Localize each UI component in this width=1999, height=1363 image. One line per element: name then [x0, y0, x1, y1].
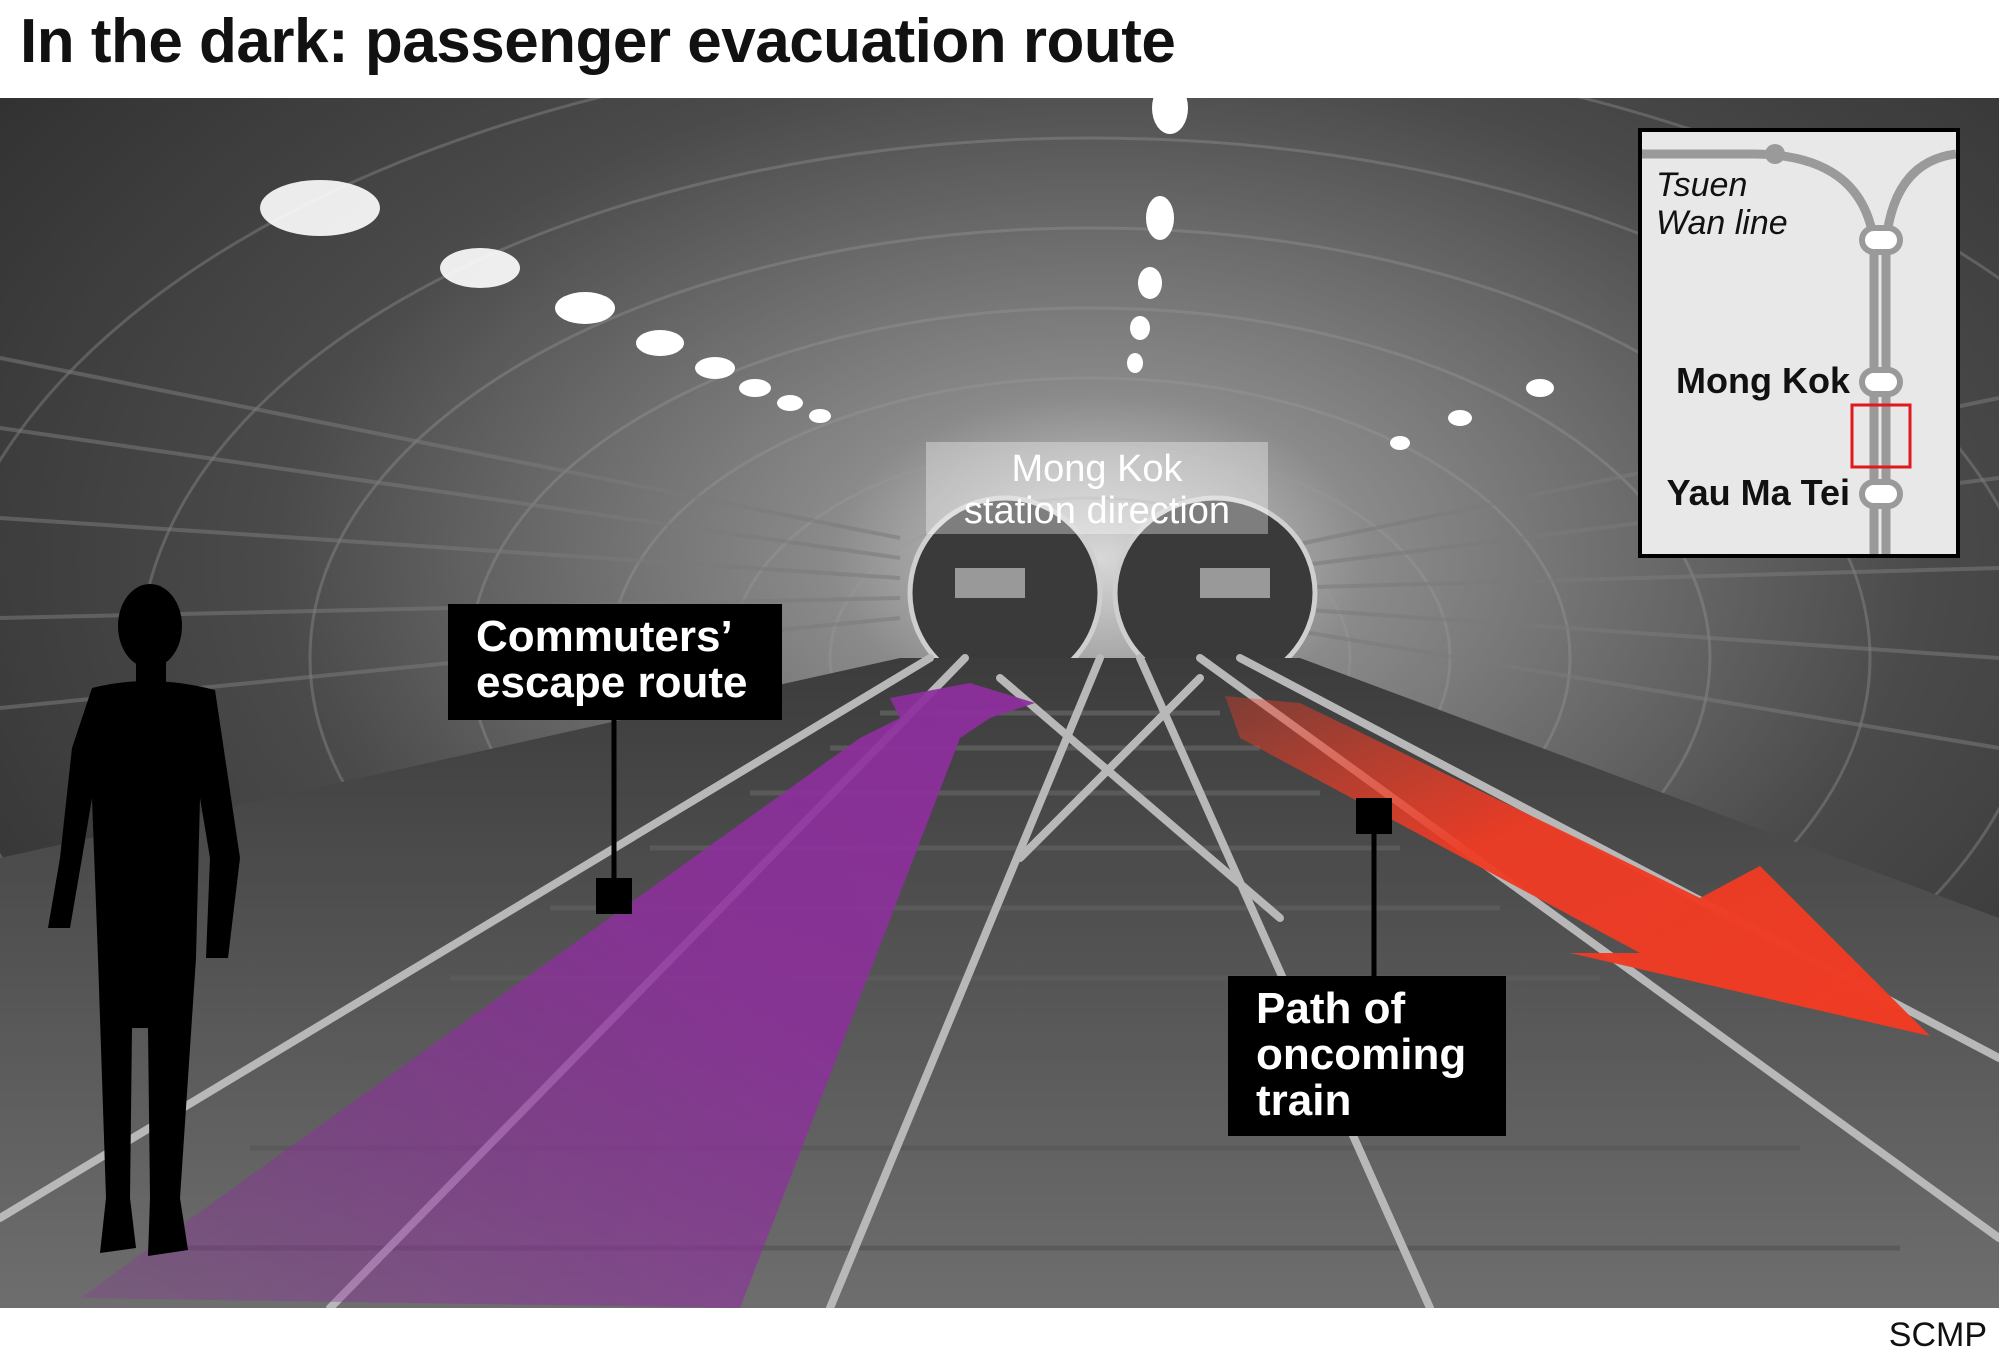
incident-highlight-box — [1850, 403, 1912, 469]
escape-route-arrow — [80, 683, 1035, 1308]
station-label-yau-ma-tei: Yau Ma Tei — [1666, 472, 1850, 513]
station-marker-mong-kok — [1859, 367, 1903, 397]
oncoming-train-callout: Path of oncoming train — [1228, 976, 1506, 1136]
callout-connectors — [611, 716, 1377, 978]
tunnel-portals — [907, 495, 1318, 691]
line-name-label: Tsuen Wan line — [1656, 166, 1788, 242]
escape-route-anchor — [596, 878, 632, 914]
ceiling-lights — [260, 82, 1554, 450]
station-label-mong-kok: Mong Kok — [1676, 360, 1850, 401]
oncoming-train-arrow — [1225, 696, 1930, 1036]
inset-map: Tsuen Wan line Mong Kok Yau Ma Tei — [1638, 128, 1960, 558]
escape-route-callout: Commuters’ escape route — [448, 604, 782, 720]
source-credit: SCMP — [1888, 1316, 1987, 1354]
station-direction-label: Mong Kok station direction — [926, 442, 1268, 534]
oncoming-train-anchor — [1356, 798, 1392, 834]
station-marker-top — [1859, 225, 1903, 255]
person-silhouette — [48, 584, 240, 1256]
station-marker-yau-ma-tei — [1859, 479, 1903, 509]
page-title: In the dark: passenger evacuation route — [20, 7, 1176, 76]
junction-dot — [1765, 144, 1785, 164]
